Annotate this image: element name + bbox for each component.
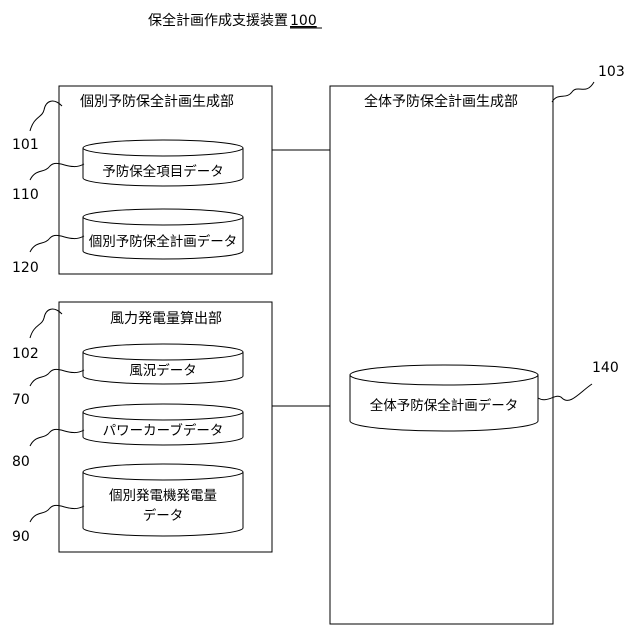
ref-number-101: 101 [12, 137, 39, 153]
leader-line-90 [30, 505, 84, 522]
leader-line-102 [30, 309, 62, 338]
unit-label-individual-plan: 個別予防保全計画生成部 [80, 93, 234, 110]
ref-number-70: 70 [12, 392, 30, 408]
unit-label-overall-plan: 全体予防保全計画生成部 [364, 93, 518, 110]
database-overall-plan-data: 全体予防保全計画データ [350, 365, 538, 431]
database-label-individual-generation-line2: データ [143, 507, 184, 524]
ref-number-80: 80 [12, 454, 30, 470]
leader-line-110 [30, 163, 84, 180]
database-label-wind-condition: 風況データ [129, 362, 197, 379]
leader-line-140 [538, 384, 592, 400]
database-label-individual-plan-data: 個別予防保全計画データ [89, 233, 238, 250]
unit-label-wind-power: 風力発電量算出部 [110, 311, 222, 327]
diagram-title: 保全計画作成支援装置 [148, 12, 288, 29]
ref-number-103: 103 [598, 64, 625, 80]
database-label-maintenance-items: 予防保全項目データ [102, 163, 224, 180]
ref-number-90: 90 [12, 529, 30, 545]
ref-number-110: 110 [12, 187, 39, 203]
leader-line-103 [552, 82, 594, 102]
ref-number-120: 120 [12, 260, 39, 276]
ref-number-140: 140 [592, 360, 619, 376]
database-maintenance-items: 予防保全項目データ [83, 140, 243, 186]
ref-number-102: 102 [12, 346, 39, 362]
database-individual-plan-data: 個別予防保全計画データ [83, 209, 243, 259]
diagram-title-number: 100 [290, 13, 317, 29]
database-label-power-curve: パワーカーブデータ [103, 422, 224, 439]
leader-line-70 [30, 369, 84, 386]
database-label-individual-generation-line1: 個別発電機発電量 [109, 488, 217, 504]
leader-line-120 [30, 235, 84, 252]
leader-line-80 [30, 429, 84, 446]
leader-line-101 [30, 101, 62, 131]
database-individual-generation: 個別発電機発電量 データ [83, 464, 243, 536]
database-wind-condition: 風況データ [83, 344, 243, 384]
database-label-overall-plan-data: 全体予防保全計画データ [370, 397, 519, 414]
database-power-curve: パワーカーブデータ [83, 404, 243, 445]
unit-box-overall-plan [330, 86, 553, 624]
